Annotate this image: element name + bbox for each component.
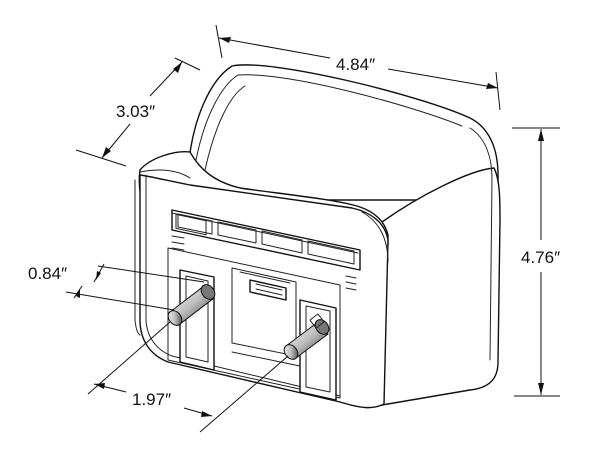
post-diameter-label: 0.84″ — [28, 264, 67, 283]
terminal-post-right — [283, 313, 330, 360]
depth-label: 3.03″ — [116, 102, 155, 121]
height-label: 4.76″ — [521, 248, 560, 267]
post-diameter-dimension: 0.84″ — [28, 263, 205, 311]
slot-bar — [171, 209, 361, 271]
height-dimension: 4.76″ — [512, 127, 560, 397]
post-spacing-dimension: 1.97″ — [87, 321, 289, 433]
depth-dimension: 3.03″ — [75, 57, 201, 167]
width-label: 4.84″ — [336, 55, 375, 74]
width-dimension: 4.84″ — [215, 24, 501, 111]
terminal-post-left — [167, 284, 216, 326]
post-spacing-label: 1.97″ — [132, 390, 171, 409]
